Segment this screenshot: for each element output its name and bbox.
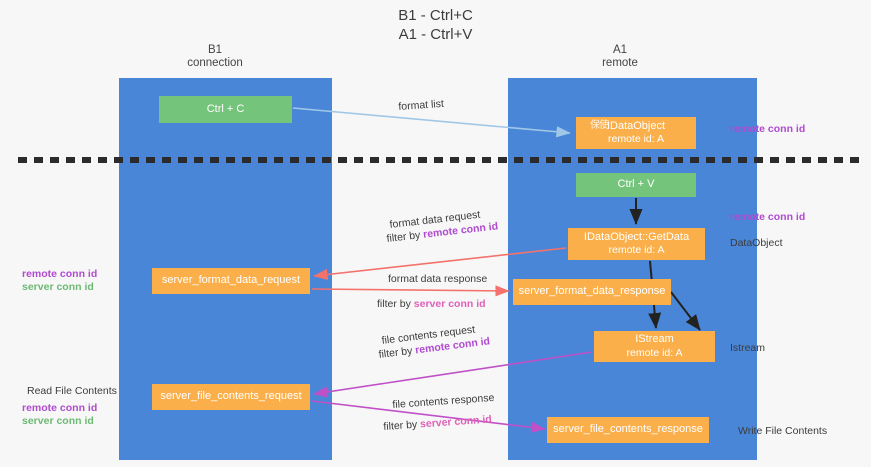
- column-header-a1: A1 remote: [555, 44, 685, 70]
- node-server-format-data-request-label: server_format_data_request: [161, 274, 301, 287]
- node-ctrl-c[interactable]: Ctrl + C: [159, 96, 292, 123]
- node-getdata[interactable]: IDataObject::GetData remote id: A: [568, 228, 705, 260]
- column-header-b1: B1 connection: [150, 44, 280, 70]
- right-label-remote-conn-id-top: remote conn id: [730, 123, 806, 135]
- node-getdata-label: IDataObject::GetData: [583, 230, 690, 243]
- node-server-file-contents-response-label: server_file_contents_response: [553, 423, 703, 436]
- title-line-1: B1 - Ctrl+C: [398, 7, 473, 24]
- arrow-format-data-response: [311, 285, 510, 297]
- node-server-file-contents-response[interactable]: server_file_contents_response: [547, 417, 709, 443]
- title-line-2: A1 - Ctrl+V: [398, 26, 473, 43]
- filter-prefix-1: filter by: [386, 228, 424, 245]
- edge-label-file-contents-response-filter: filter by server conn id: [383, 413, 492, 434]
- left-label-remote-conn-id-1: remote conn id: [22, 268, 98, 280]
- edge-label-format-data-response: format data response: [388, 273, 488, 285]
- node-ctrl-c-label: Ctrl + C: [206, 102, 245, 115]
- node-ctrl-v[interactable]: Ctrl + V: [576, 173, 696, 197]
- left-label-server-conn-id-1: server conn id: [22, 281, 94, 293]
- filter-prefix-2: filter by: [377, 298, 414, 310]
- node-server-file-contents-request-label: server_file_contents_request: [160, 390, 302, 403]
- filter-prefix-4: filter by: [383, 418, 421, 433]
- edge-label-file-contents-response: file contents response: [392, 391, 495, 411]
- node-idataobject[interactable]: 保使 IDataObject remote id: A: [576, 117, 696, 149]
- node-getdata-sub: remote id: A: [608, 244, 665, 256]
- edge-label-format-data-response-filter: filter by server conn id: [377, 298, 486, 311]
- filter-key-server-conn-id-1: server conn id: [413, 298, 486, 310]
- node-istream-label: IStream: [635, 333, 674, 345]
- right-label-remote-conn-id-mid: remote conn id: [730, 211, 806, 223]
- left-label-remote-conn-id-2: remote conn id: [22, 402, 98, 414]
- node-istream-sub: remote id: A: [626, 346, 683, 359]
- left-label-server-conn-id-2: server conn id: [22, 415, 94, 427]
- node-istream[interactable]: IStream remote id: A: [594, 331, 715, 362]
- column-header-a1-name: A1: [612, 44, 628, 56]
- right-label-write-file-contents: Write File Contents: [738, 425, 828, 437]
- right-label-data-object: DataObject: [730, 237, 783, 249]
- column-header-b1-role: connection: [187, 57, 243, 69]
- node-idataobject-sub: remote id: A: [607, 133, 665, 145]
- right-label-istream: Istream: [730, 342, 766, 354]
- left-label-read-file-contents: Read File Contents: [27, 385, 117, 397]
- node-server-format-data-response[interactable]: server_format_data_response: [513, 279, 671, 305]
- diagram-title: B1 - Ctrl+C A1 - Ctrl+V: [0, 6, 871, 44]
- node-server-file-contents-request[interactable]: server_file_contents_request: [152, 384, 310, 410]
- node-ctrl-v-label: Ctrl + V: [617, 178, 655, 191]
- filter-key-server-conn-id-2: server conn id: [419, 413, 493, 431]
- node-idataobject-label-wrap: 保使 IDataObject: [590, 119, 666, 134]
- render-artifact-glyphs: 保使: [589, 119, 609, 131]
- node-server-format-data-response-label: server_format_data_response: [518, 285, 666, 298]
- node-idataobject-label: IDataObject: [606, 119, 666, 132]
- column-header-a1-role: remote: [602, 57, 638, 69]
- edge-label-format-list: format list: [398, 97, 445, 113]
- node-server-format-data-request[interactable]: server_format_data_request: [152, 268, 310, 294]
- column-header-b1-name: B1: [207, 44, 223, 56]
